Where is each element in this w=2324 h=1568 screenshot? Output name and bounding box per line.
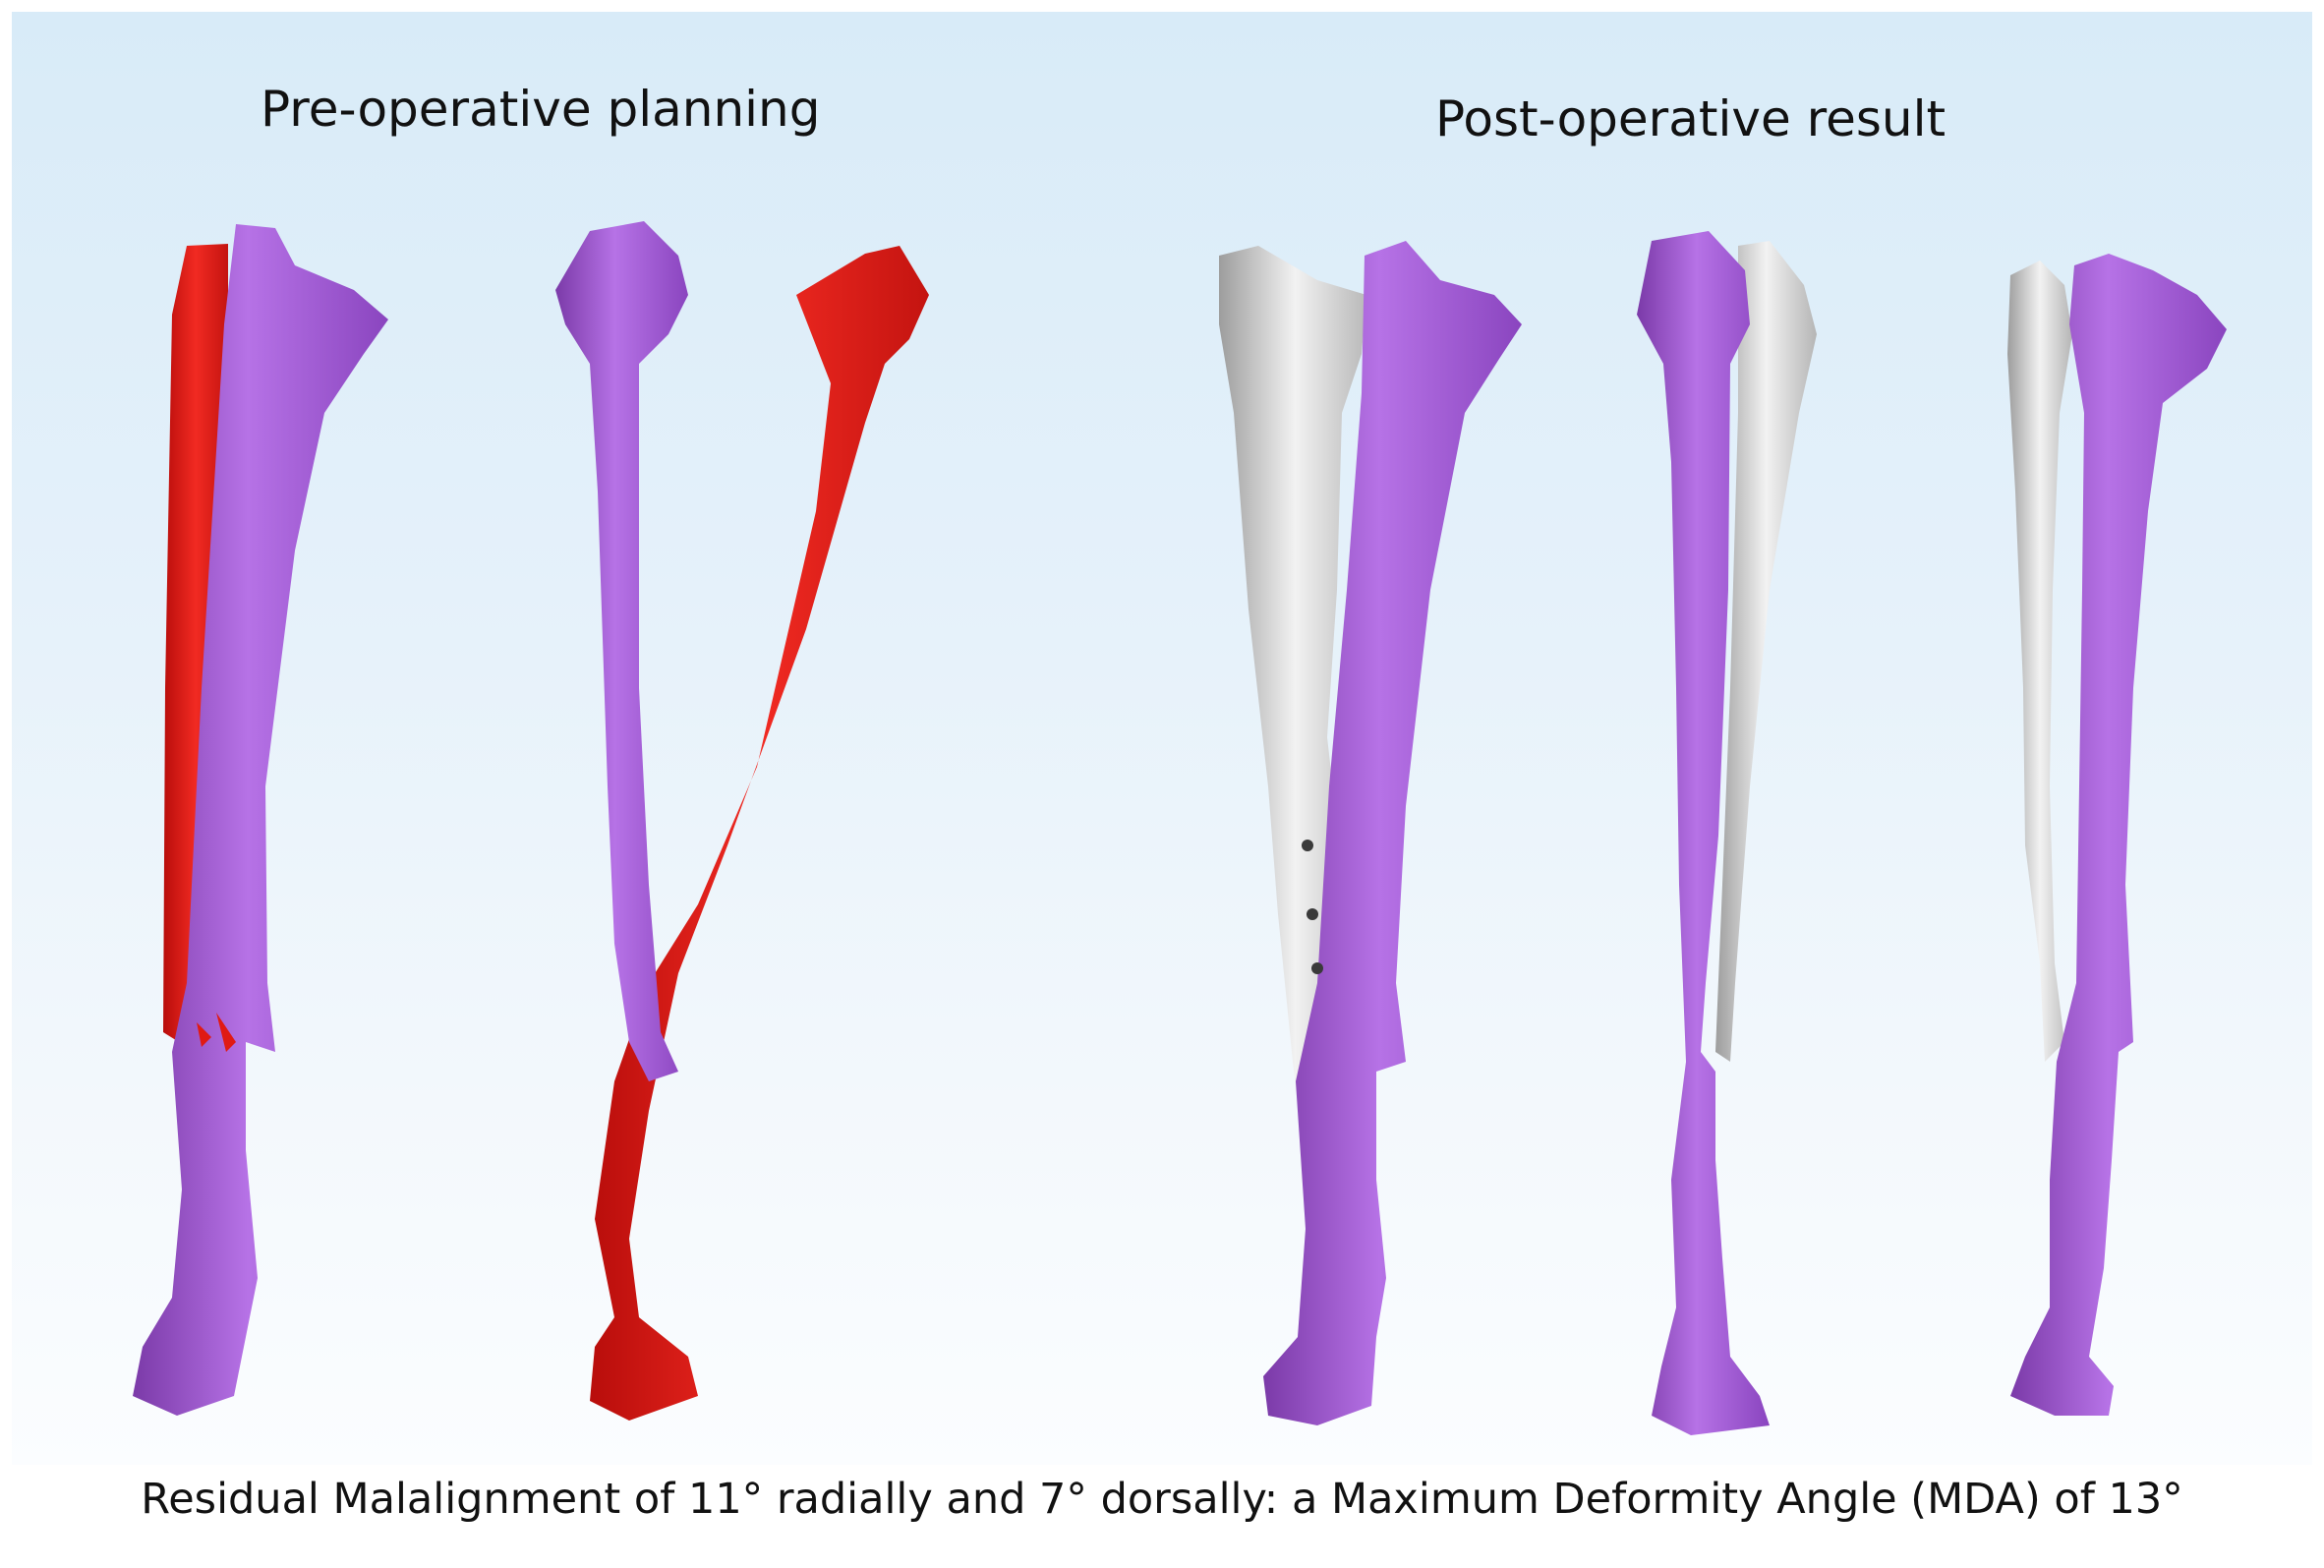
postop-view-2: [1637, 231, 1817, 1435]
postop-view-3: [2007, 254, 2227, 1416]
figure-caption: Residual Malalignment of 11° radially an…: [141, 1475, 2183, 1524]
preop-heading: Pre-operative planning: [261, 81, 821, 138]
postop-bone-grey: [1715, 241, 1817, 1062]
figure-panel: [12, 12, 2312, 1465]
osteotomy-red-fragments: [197, 1013, 236, 1052]
postop-view-1: [1219, 241, 1522, 1425]
preop-view-2: [555, 221, 929, 1421]
preop-bone-red: [590, 246, 929, 1421]
planned-bone-purple: [555, 221, 688, 1081]
preop-bone-red: [163, 244, 228, 1042]
postop-heading: Post-operative result: [1435, 90, 1946, 147]
postop-bone-grey: [2007, 261, 2072, 1062]
planned-bone-purple: [1637, 231, 1770, 1435]
screw-holes: [1302, 840, 1323, 974]
planned-bone-purple: [2010, 254, 2227, 1416]
planned-bone-purple: [1263, 241, 1522, 1425]
preop-view-1: [133, 224, 388, 1416]
planned-bone-purple: [133, 224, 388, 1416]
